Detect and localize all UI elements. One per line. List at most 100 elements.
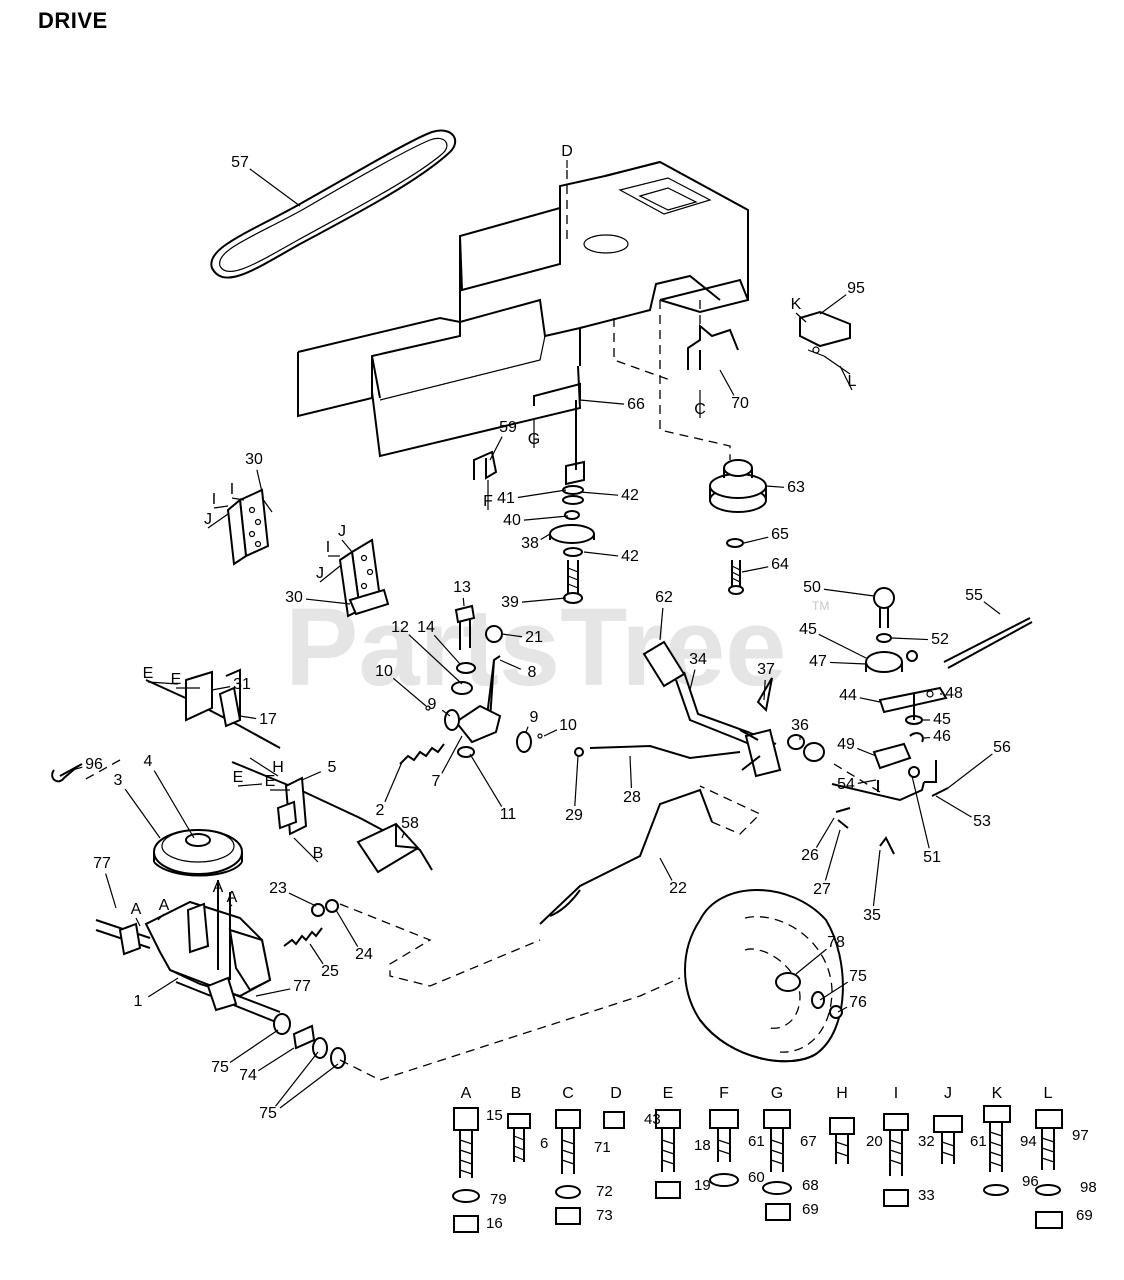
legend-part-number: 6 [540,1135,548,1152]
leader-line [279,1063,339,1109]
shift-lever-34 [642,640,782,778]
spring-70 [687,323,739,370]
part-number-label: 22 [669,880,687,897]
leader-line [229,1029,279,1064]
connection-letter-label: I [212,491,216,508]
part-number-label: 8 [528,664,537,681]
leader-line [462,597,465,607]
part-number-label: 64 [771,556,789,573]
part-number-label: 65 [771,526,789,543]
part-number-label: 26 [801,847,819,864]
leader-line [211,686,231,691]
leader-line [489,436,503,461]
tractor-frame [297,160,749,458]
leader-line [583,551,619,557]
part-number-label: 25 [321,963,339,980]
connection-letter-label: E [171,671,182,688]
part-number-label: 40 [503,512,521,529]
legend-part-number: 68 [802,1177,819,1194]
leader-line [935,795,972,818]
legend-key-letter: L [1044,1085,1053,1102]
part-number-label: 53 [973,813,991,830]
part-number-label: 7 [432,773,441,790]
leader-line [301,771,322,781]
part-number-label: 27 [813,881,831,898]
part-number-label: 59 [499,419,517,436]
part-number-label: 56 [993,739,1011,756]
bolt-13 [451,604,503,695]
part-number-label: 34 [689,651,707,668]
part-number-label: 48 [945,685,963,702]
connection-letter-label: A [159,897,170,914]
leader-line [249,757,279,777]
connection-letter-label: G [528,431,540,448]
legend-key-letter: I [894,1085,898,1102]
part-number-label: 36 [791,717,809,734]
transaxle-1 [95,880,281,1023]
leader-line [433,634,461,665]
leader-line [384,761,403,803]
leader-line [335,909,359,947]
connection-letter-label: B [313,845,324,862]
part-number-label: 10 [375,663,393,680]
leader-line [983,601,1001,615]
part-number-label: 14 [417,619,435,636]
legend-part-number: 94 [1020,1133,1037,1150]
leader-line [659,607,664,641]
leader-line [818,633,867,659]
part-number-label: 38 [521,535,539,552]
connection-letter-label: I [230,481,234,498]
part-number-label: 41 [497,490,515,507]
part-number-label: 77 [93,855,111,872]
leader-line [237,783,263,787]
nuts-36 [787,734,825,762]
watermark-tm: TM [812,599,829,613]
part-number-label: 9 [428,696,437,713]
idler-pulley-63 [709,459,767,513]
legend-part-number: 79 [490,1191,507,1208]
leader-line [659,857,673,881]
connection-letter-label: A [227,889,238,906]
leader-line [408,634,463,685]
leader-line [231,497,245,501]
part-number-label: 96 [85,756,103,773]
leader-line [574,755,579,807]
connection-letter-label: L [848,373,857,390]
leader-line [257,1047,295,1072]
part-number-label: 24 [355,946,373,963]
part-number-label: 31 [233,676,251,693]
part-number-label: 66 [627,396,645,413]
leader-line [765,485,785,488]
legend-part-number: 96 [1022,1173,1039,1190]
leader-line [229,903,233,907]
lever-bracket-7 [399,655,543,765]
part-number-label: 23 [269,880,287,897]
leader-line [319,565,341,583]
part-number-label: 45 [799,621,817,638]
leader-line [469,753,503,807]
leader-line [795,312,807,323]
leader-line [741,566,769,573]
leader-line [135,917,141,927]
leader-line [441,709,451,717]
connection-letter-label: D [561,143,573,160]
part-number-label: 75 [211,1059,229,1076]
leader-line [213,505,229,509]
leader-line [392,677,427,707]
transaxle-pulley-3 [153,829,243,877]
legend-key-letter: D [610,1085,622,1102]
legend-part-number: 69 [1076,1207,1093,1224]
leader-line [839,365,853,391]
leader-line [763,679,766,701]
leader-line [525,726,529,733]
leader-line [824,829,841,881]
part-number-label: 21 [525,629,543,646]
leader-line [857,747,877,757]
part-number-label: 54 [837,776,855,793]
legend-part-number: 72 [596,1183,613,1200]
leader-line [401,832,405,839]
leader-line [517,489,567,499]
connection-letter-label: F [483,493,493,510]
part-number-label: 49 [837,736,855,753]
